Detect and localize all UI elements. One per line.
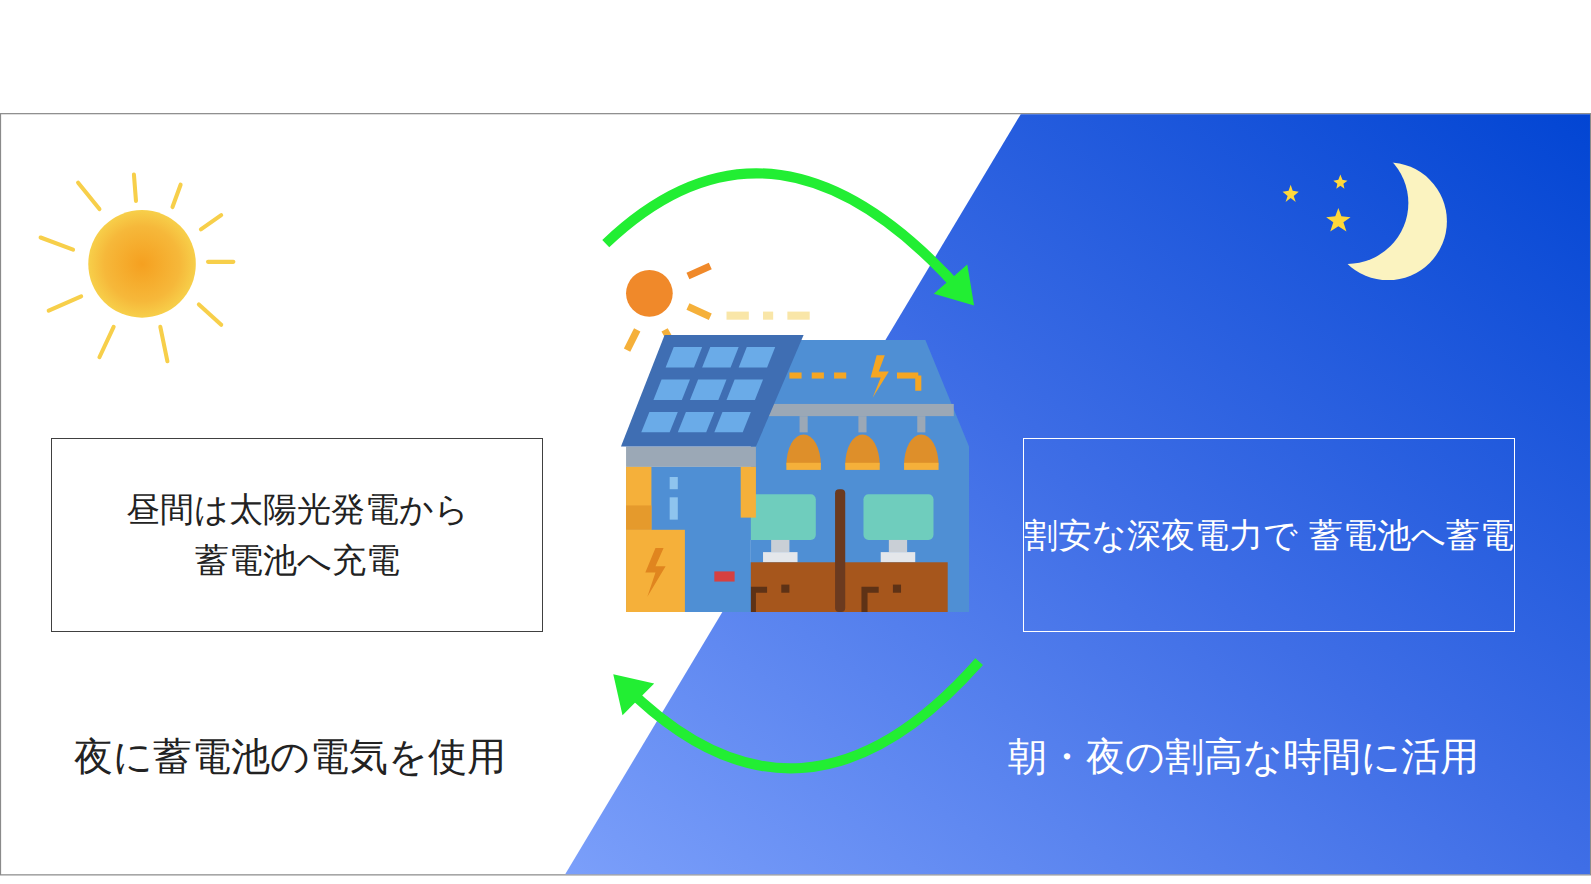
frame xyxy=(1,114,1591,875)
day-info-box: 昼間は太陽光発電から 蓄電池へ充電 xyxy=(51,438,543,632)
day-usage-label: 夜に蓄電池の電気を使用 xyxy=(74,730,506,784)
star-icons xyxy=(1283,175,1351,232)
box-text: 昼間は太陽光発電から 蓄電池へ充電 xyxy=(52,484,542,586)
cycle-arrow xyxy=(606,173,979,768)
night-region xyxy=(565,114,1590,874)
night-usage-label: 朝・夜の割高な時間に活用 xyxy=(1008,730,1479,784)
box-text: 割安な深夜電力で 蓄電池へ蓄電 xyxy=(1024,510,1514,561)
house-illustration xyxy=(621,266,969,612)
night-info-box: 割安な深夜電力で 蓄電池へ蓄電 xyxy=(1023,438,1515,632)
sun-icon xyxy=(88,210,196,318)
moon-icon xyxy=(1329,162,1447,280)
sun-icon xyxy=(41,175,234,362)
